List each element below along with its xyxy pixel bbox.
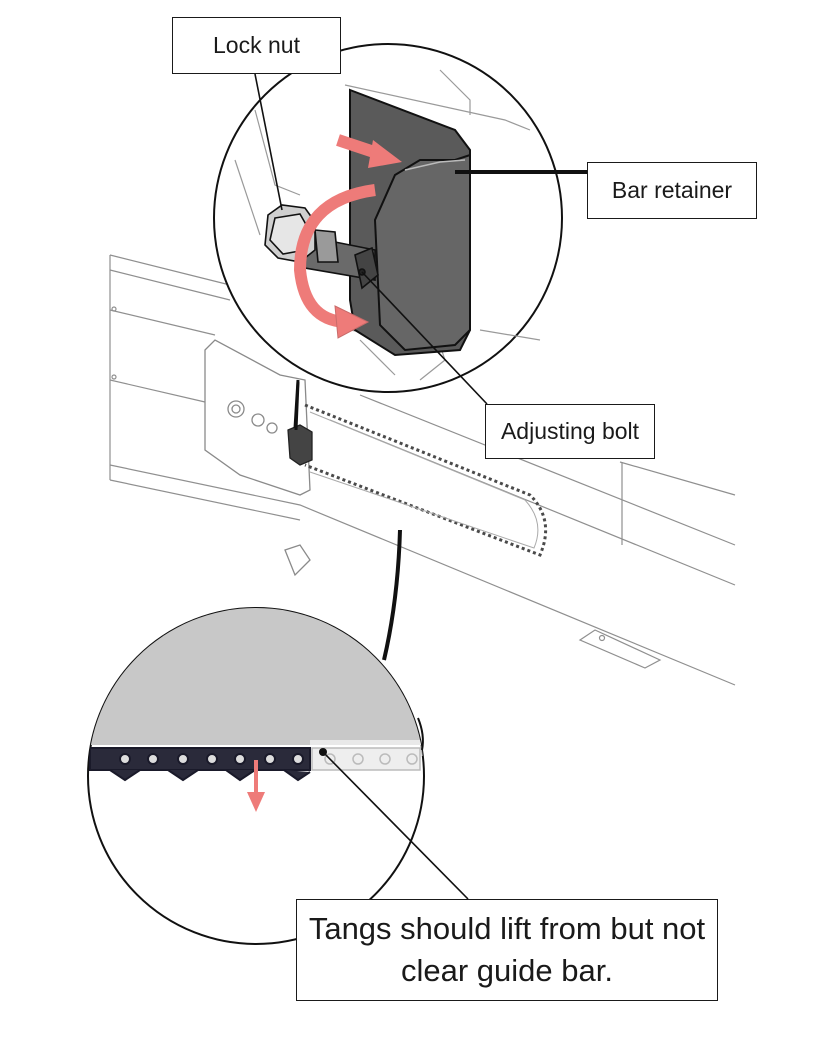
callout-leaders bbox=[254, 73, 587, 900]
guide-bar bbox=[88, 608, 424, 745]
connector-bottom bbox=[382, 529, 402, 661]
lock-nut-label: Lock nut bbox=[172, 17, 341, 74]
rotate-arrow-icon bbox=[293, 184, 376, 339]
faded-chain-links bbox=[311, 747, 421, 771]
arrow-down-icon bbox=[247, 760, 265, 812]
bar-retainer-label: Bar retainer bbox=[587, 162, 757, 219]
adjusting-bolt-label: Adjusting bolt bbox=[485, 404, 655, 459]
lock-nut bbox=[264, 204, 379, 290]
bar-retainer bbox=[349, 88, 471, 357]
tangs-note-label: Tangs should lift from but not clear gui… bbox=[296, 899, 718, 1001]
saw-chain-small bbox=[304, 403, 548, 557]
top-magnifier bbox=[213, 43, 563, 393]
mount-plate bbox=[204, 339, 311, 577]
connector-top bbox=[294, 381, 300, 431]
arrow-right-icon bbox=[336, 134, 402, 168]
